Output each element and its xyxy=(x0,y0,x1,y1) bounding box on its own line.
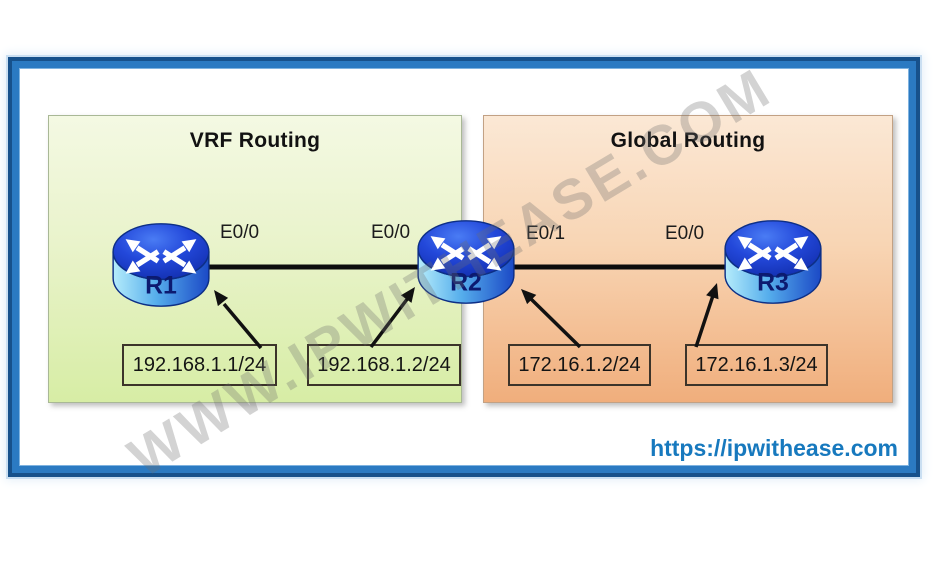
router-r2-label: R2 xyxy=(450,269,482,297)
interface-label-r2-e01: E0/1 xyxy=(526,223,566,244)
ip-value: 172.16.1.3/24 xyxy=(695,353,818,376)
ip-value: 172.16.1.2/24 xyxy=(518,353,641,376)
interface-label-r1-e00: E0/0 xyxy=(220,222,260,243)
router-r2: R2 xyxy=(416,217,516,307)
ip-label-r3: 172.16.1.3/24 xyxy=(685,344,828,386)
router-icon: R1 xyxy=(112,223,210,307)
global-routing-region: Global Routing xyxy=(483,115,893,403)
interface-label-r2-e00: E0/0 xyxy=(371,222,411,243)
router-icon: R2 xyxy=(417,220,515,304)
interface-label-r3-e00: E0/0 xyxy=(665,223,705,244)
router-r1-label: R1 xyxy=(145,272,177,300)
ip-label-r1: 192.168.1.1/24 xyxy=(122,344,277,386)
footer-url: https://ipwithease.com xyxy=(650,435,898,461)
vrf-region-title: VRF Routing xyxy=(189,129,321,152)
ip-value: 192.168.1.1/24 xyxy=(132,353,267,376)
ip-label-r2-vrf: 192.168.1.2/24 xyxy=(307,344,461,386)
frame-border xyxy=(12,61,916,473)
router-r1: R1 xyxy=(111,220,211,310)
router-icon: R3 xyxy=(724,220,822,304)
router-r3: R3 xyxy=(723,217,823,307)
ip-label-r2-global: 172.16.1.2/24 xyxy=(508,344,651,386)
global-region-title: Global Routing xyxy=(610,129,766,152)
router-r3-label: R3 xyxy=(757,269,789,297)
ip-value: 192.168.1.2/24 xyxy=(317,353,451,376)
